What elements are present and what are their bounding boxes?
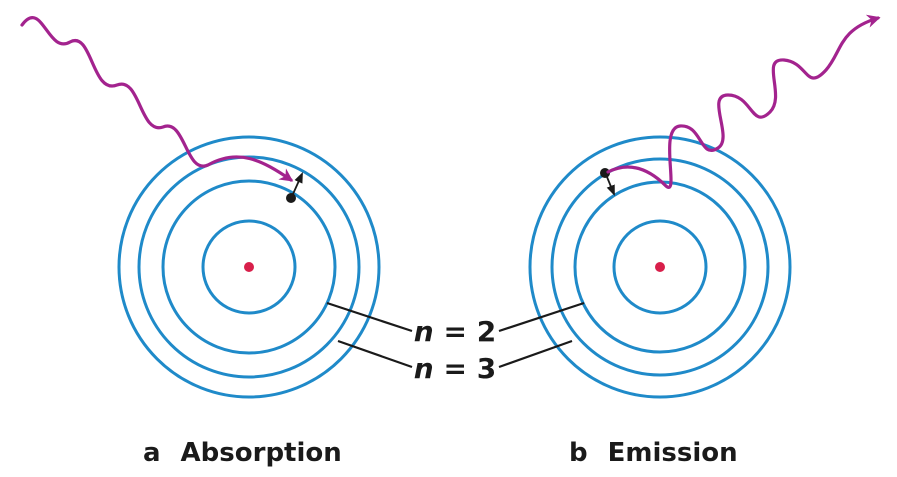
electron-drop-arrow — [606, 176, 615, 196]
caption-emission-letter: b — [569, 438, 588, 468]
label-n2: n = 2 — [414, 315, 496, 348]
orbit-n3 — [550, 157, 770, 377]
absorption-atom — [20, 16, 381, 399]
incoming-photon — [20, 16, 294, 182]
electron — [286, 193, 296, 203]
caption-emission: b Emission — [569, 438, 738, 468]
orbit-n1 — [612, 219, 708, 315]
caption-absorption-letter: a — [143, 438, 161, 468]
orbit-n1 — [201, 219, 297, 315]
label-n3: n = 3 — [414, 352, 496, 385]
orbit-n4 — [117, 135, 381, 399]
nucleus — [655, 262, 665, 272]
orbit-n2 — [161, 179, 337, 355]
caption-absorption: a Absorption — [143, 438, 342, 468]
outgoing-photon — [606, 14, 881, 189]
caption-absorption-title: Absorption — [181, 438, 342, 468]
label-n3-variable: n — [414, 352, 434, 385]
nucleus — [244, 262, 254, 272]
leader-b-n2 — [498, 301, 585, 333]
label-n2-variable: n — [414, 315, 434, 348]
leader-a-n2 — [326, 301, 413, 333]
orbit-n4 — [528, 135, 792, 399]
emission-atom — [528, 14, 881, 399]
leader-a-n3 — [337, 339, 413, 369]
leader-lines — [326, 301, 585, 369]
label-n3-value: = 3 — [434, 352, 496, 385]
caption-emission-title: Emission — [608, 438, 738, 468]
label-n2-value: = 2 — [434, 315, 496, 348]
electron-jump-arrow — [292, 172, 303, 195]
leader-b-n3 — [498, 339, 573, 369]
